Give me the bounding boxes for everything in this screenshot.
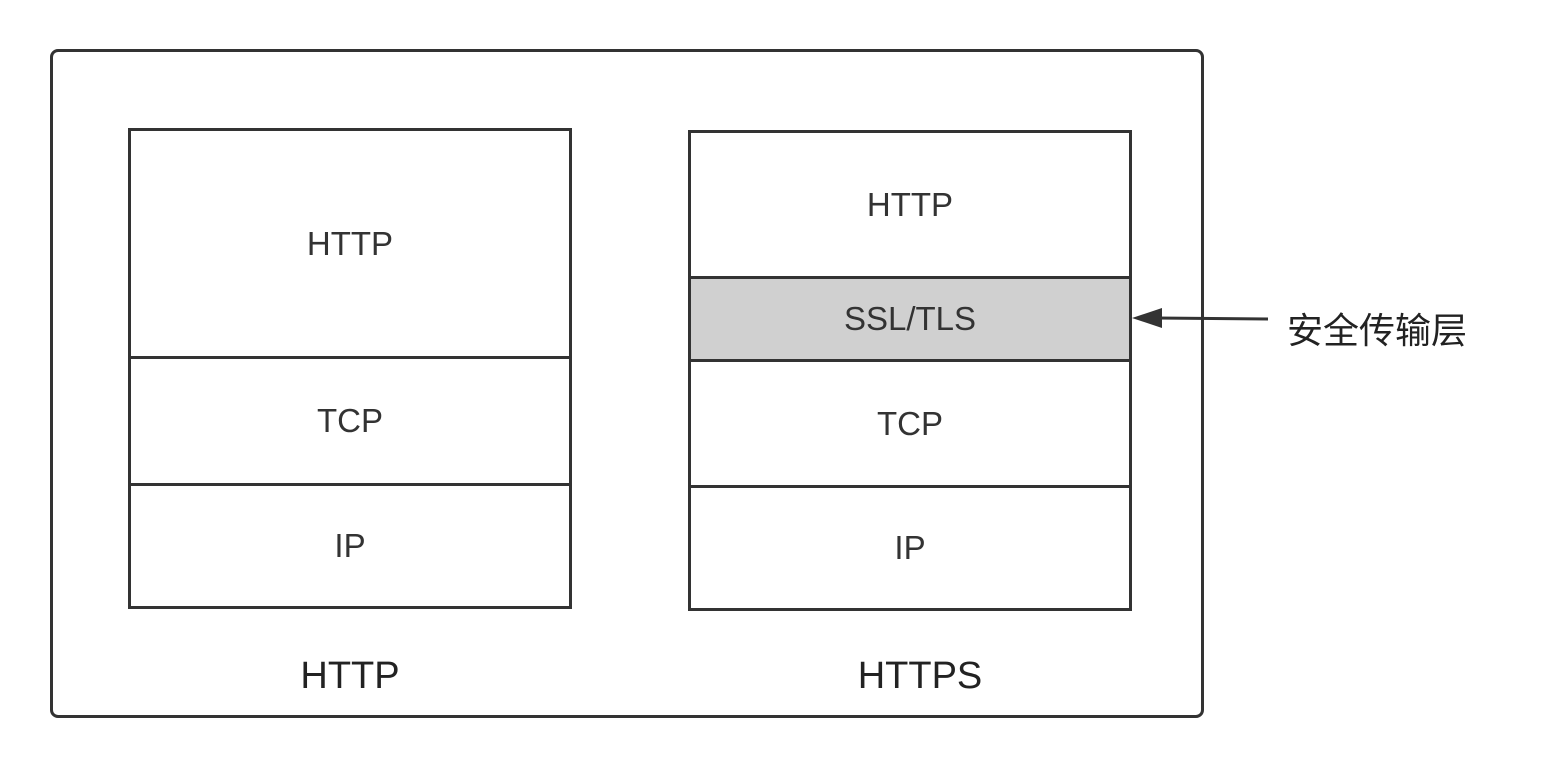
layer-label: SSL/TLS [843,300,977,337]
layer-label: TCP [877,404,943,442]
http-stack-network-layer: IP [131,483,569,606]
https-stack-network-layer: IP [691,485,1129,608]
layer-label: IP [334,527,366,564]
https-protocol-stack: HTTP SSL/TLS TCP IP [688,130,1132,611]
http-stack-transport-layer: TCP [131,356,569,483]
http-stack-application-layer: HTTP [131,131,569,356]
comparison-frame [50,49,1204,718]
https-stack-caption: HTTPS [857,655,983,697]
layer-label: HTTP [306,224,394,262]
https-stack-application-layer: HTTP [691,133,1129,276]
https-stack-transport-layer: TCP [691,359,1129,485]
annotation-arrow-icon [1132,308,1269,328]
layer-label: TCP [317,402,383,439]
layer-label: IP [894,529,926,566]
layer-label: HTTP [866,185,954,223]
https-stack-security-layer: SSL/TLS [691,276,1129,359]
http-stack-caption: HTTP [300,655,400,697]
annotation-label: 安全传输层 [1287,311,1468,352]
http-protocol-stack: HTTP TCP IP [128,128,572,609]
